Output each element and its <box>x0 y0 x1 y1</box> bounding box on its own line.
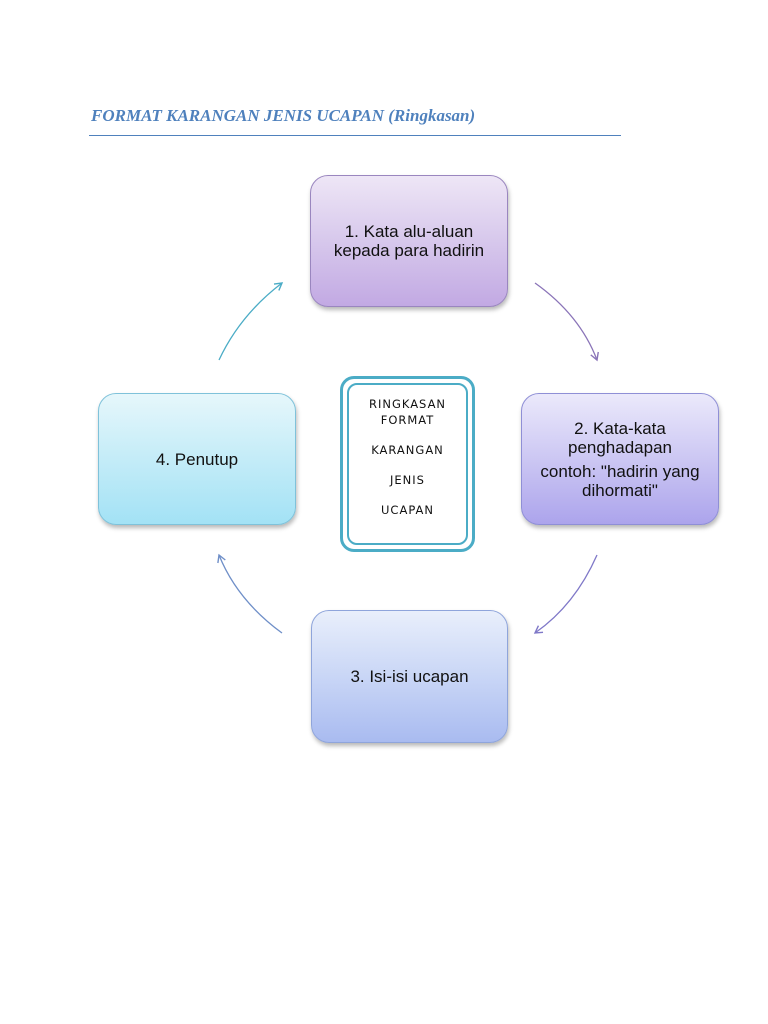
node-4-line-1: 4. Penutup <box>155 449 239 469</box>
title-underline <box>89 135 621 136</box>
document-title-main: FORMAT KARANGAN JENIS UCAPAN <box>91 106 385 125</box>
arrow-4-to-1 <box>218 282 284 361</box>
document-title: FORMAT KARANGAN JENIS UCAPAN (Ringkasan) <box>91 106 475 126</box>
center-line-5: UCAPAN <box>381 503 434 517</box>
center-line-1: RINGKASAN <box>368 397 447 411</box>
cycle-node-2: 2. Kata-kata penghadapan contoh: "hadiri… <box>521 393 719 525</box>
arrow-1-to-2 <box>534 282 599 362</box>
node-2-line-2: penghadapan <box>567 437 672 457</box>
node-1-line-1: 1. Kata alu-aluan <box>344 222 474 241</box>
center-summary-inner-border <box>347 383 468 545</box>
node-2-line-3: contoh: "hadirin yang <box>540 461 700 481</box>
center-line-4: JENIS <box>390 473 425 487</box>
arrow-2-to-3 <box>533 554 598 634</box>
node-2-line-1: 2. Kata-kata <box>574 418 666 438</box>
center-line-3: KARANGAN <box>371 443 444 457</box>
node-2-line-4: dihormati" <box>582 480 658 500</box>
document-title-suffix: (Ringkasan) <box>388 106 476 125</box>
node-1-line-2: kepada para hadirin <box>333 241 485 260</box>
center-line-2: FORMAT <box>380 413 435 427</box>
cycle-node-1: 1. Kata alu-aluan kepada para hadirin <box>310 175 508 307</box>
cycle-node-4: 4. Penutup <box>98 393 296 525</box>
arrow-3-to-4 <box>217 553 283 634</box>
node-3-line-1: 3. Isi-isi ucapan <box>350 667 469 686</box>
cycle-node-3: 3. Isi-isi ucapan <box>311 610 508 743</box>
center-summary-box: RINGKASAN FORMAT KARANGAN JENIS UCAPAN <box>340 376 475 552</box>
